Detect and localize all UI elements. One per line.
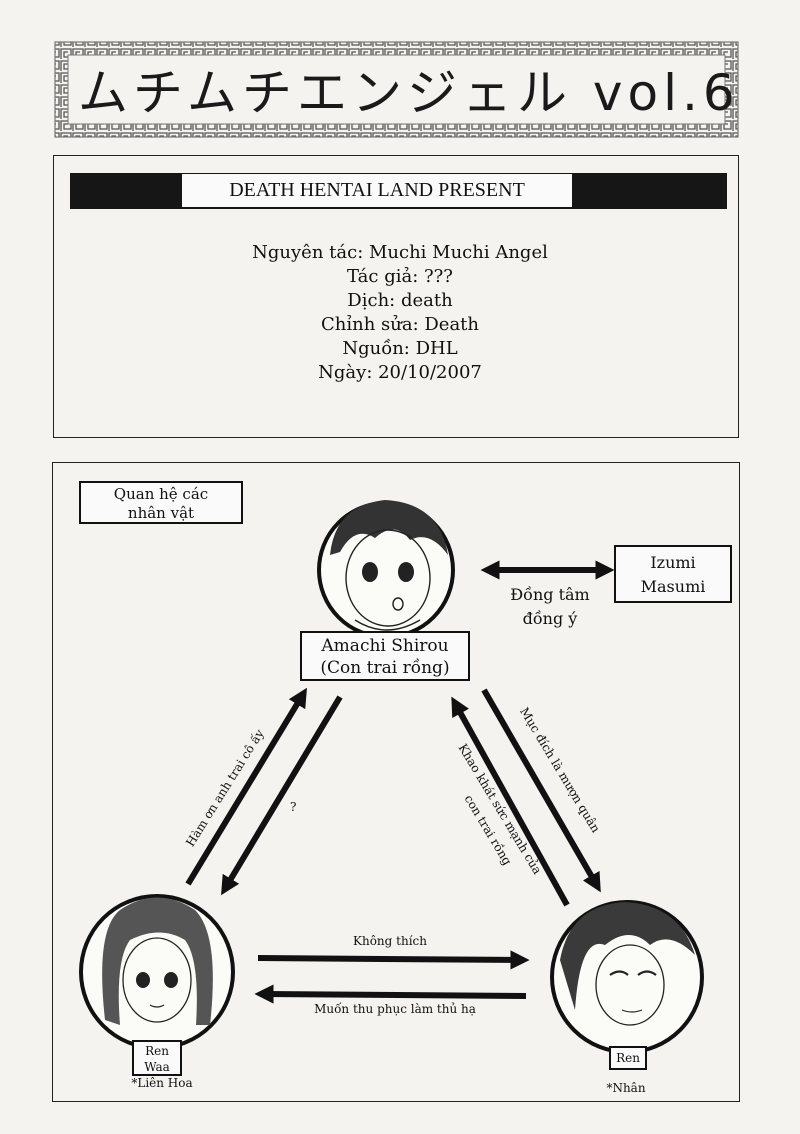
ren-note: *Nhân <box>606 1081 646 1095</box>
credit-translator: Dịch: death <box>347 290 453 311</box>
arrow-shirou-to-renwaa <box>221 695 343 896</box>
shirou-portrait <box>317 500 455 639</box>
ren-label: Ren <box>609 1046 647 1070</box>
izumi-name-line2: Masumi <box>640 577 706 596</box>
credit-author: Tác giả: ??? <box>347 266 453 287</box>
subjugate-label: Muốn thu phục làm thủ hạ <box>314 1002 476 1016</box>
diagram-title-line1: Quan hệ các <box>113 485 209 503</box>
question-mark: ? <box>290 800 297 814</box>
izumi-name-line1: Izumi <box>650 553 696 572</box>
agreement-line1: Đồng tâm <box>510 585 590 604</box>
ren-waa-label: Ren Waa <box>132 1040 182 1076</box>
arrow-renwaa-to-ren <box>257 950 530 970</box>
diagram-title: Quan hệ các nhân vật <box>79 481 243 524</box>
ren-waa-line2: Waa <box>144 1060 170 1074</box>
relationship-diagram <box>52 462 740 1102</box>
ren-waa-note: *Liên Hoa <box>131 1076 193 1090</box>
credit-original: Nguyên tác: Muchi Muchi Angel <box>252 242 548 263</box>
banner-frame <box>54 41 739 138</box>
diagram-title-line2: nhân vật <box>127 504 195 522</box>
credit-date: Ngày: 20/10/2007 <box>318 362 482 383</box>
ren-waa-portrait <box>79 894 235 1050</box>
izumi-label: Izumi Masumi <box>614 545 732 603</box>
shirou-name: Amachi Shirou <box>321 636 449 656</box>
dislike-label: Không thích <box>353 934 427 948</box>
shirou-label: Amachi Shirou (Con trai rồng) <box>300 631 470 681</box>
ren-portrait <box>550 900 704 1054</box>
ren-waa-line1: Ren <box>145 1044 169 1058</box>
credits-box <box>53 155 739 438</box>
shirou-subtitle: (Con trai rồng) <box>320 658 450 678</box>
agreement-label: Đồng tâm đồng ý <box>490 583 610 631</box>
arrow-ren-to-shirou <box>451 696 570 907</box>
arrow-renwaa-to-shirou <box>185 687 307 886</box>
credits-header: DEATH HENTAI LAND PRESENT <box>182 174 572 207</box>
agreement-line2: đồng ý <box>522 609 578 628</box>
credit-source: Nguồn: DHL <box>342 338 458 359</box>
arrow-shirou-to-ren <box>481 688 601 893</box>
banner-title: ムチムチエンジェル vol.6 <box>78 64 740 122</box>
arrow-ren-to-renwaa <box>254 984 527 1004</box>
credit-editor: Chỉnh sửa: Death <box>320 314 480 335</box>
